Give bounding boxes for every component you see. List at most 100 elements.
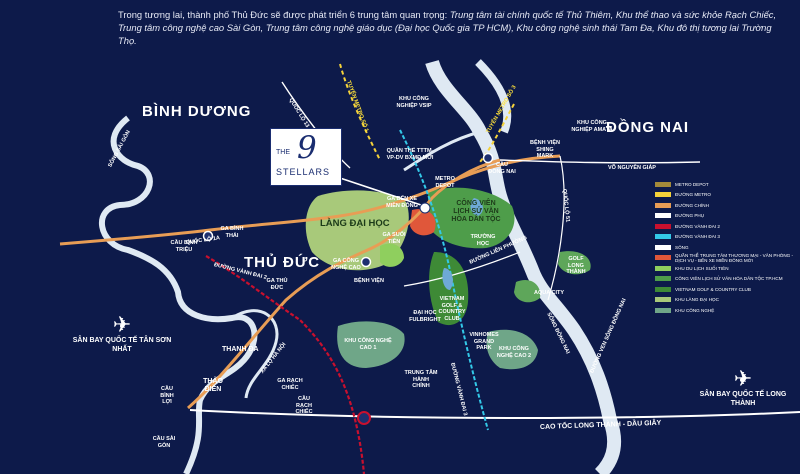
region-thu-duc: THỦ ĐỨC [244,254,321,271]
legend-label: METRO DEPOT [675,181,709,187]
project-logo-name: STELLARS [276,167,331,177]
metro-line-1 [339,63,381,161]
place-thao-dien: THẢO ĐIỀN [203,378,223,393]
benh-vien-area [380,243,404,267]
area-lang-dai-hoc: LÀNG ĐẠI HỌC [320,218,390,229]
project-logo[interactable]: THE 9 STELLARS [270,128,342,186]
cong-vien-area [428,187,515,249]
golf-long-thanh-area [558,251,591,275]
place-vinhomes: VINHOMES GRAND PARK [469,332,499,351]
khu-cong-nghe-cao-2-area [486,329,538,370]
legend-swatch [655,286,671,292]
region-dong-nai: ĐỒNG NAI [606,119,689,136]
project-marker [419,202,431,214]
legend-swatch [655,192,671,198]
legend-row: ĐƯỜNG METRO [655,190,795,201]
place-ga-thu-duc: GA THỦ ĐỨC [266,278,288,291]
place-cau-binh-loi: CẦU BÌNH LỢI [160,386,174,405]
legend-swatch [655,297,671,303]
intro-paragraph: Trong tương lai, thành phố Thủ Đức sẽ đư… [118,8,788,47]
legend-swatch [655,213,671,219]
place-kcn-amata: KHU CÔNG NGHIỆP AMATA [571,120,613,133]
legend-swatch [655,265,671,271]
legend-label: ĐƯỜNG CHÍNH [675,202,709,208]
saigon-river [99,115,258,474]
legend-row: VIETNAM GOLF & COUNTRY CLUB [655,284,795,295]
legend-row: METRO DEPOT [655,179,795,190]
place-dai-hoc-fulbright: ĐẠI HỌC FULBRIGHT [409,310,441,323]
lien-phuong-road [403,251,521,287]
airport-long-thanh-label: SÂN BAY QUỐC TẾ LONG THÀNH [699,391,787,407]
legend-swatch [655,244,671,250]
place-kcn-vsip: KHU CÔNG NGHIỆP VSIP [396,96,432,109]
xa-lo-ha-noi-road [187,158,501,410]
airport-tan-son-nhat-label: SÂN BAY QUỐC TẾ TÂN SƠN NHẤT [72,337,172,353]
legend-row: QUẦN THỂ TRUNG TÂM THƯƠNG MẠI - VĂN PHÒN… [655,253,795,264]
project-logo-the: THE [276,149,290,156]
area-kcn-cao-2: KHU CÔNG NGHỆ CAO 2 [496,346,532,359]
station-dot [202,230,214,242]
legend-label: VIETNAM GOLF & COUNTRY CLUB [675,286,751,292]
area-vietnam-golf: VIETNAM GOLF & COUNTRY CLUB [438,296,466,322]
project-pointer [339,177,425,207]
intro-lead: Trong tương lai, thành phố Thủ Đức sẽ đư… [118,9,450,20]
legend-label: ĐƯỜNG VÀNH ĐAI 2 [675,223,720,229]
place-golf-long-thanh: GOLF LONG THÀNH [566,256,586,275]
legend-label: ĐƯỜNG PHỤ [675,213,705,219]
legend-row: ĐƯỜNG VÀNH ĐAI 3 [655,232,795,243]
place-benh-vien: BỆNH VIỆN [354,278,384,284]
legend-label: QUẦN THỂ TRUNG TÂM THƯƠNG MẠI - VĂN PHÒN… [675,252,794,263]
legend-row: SÔNG [655,242,795,253]
dongnai-river-west [403,130,481,172]
airport-marker [120,324,124,328]
legend-row: ĐƯỜNG CHÍNH [655,200,795,211]
saigon-river-branch [231,309,279,399]
place-quan-the: QUẦN THỂ TTTM-VP-DV BXMĐ MỚI [386,148,434,161]
legend-row: CÔNG VIÊN LỊCH SỬ VĂN HÓA DÂN TỘC TP.HCM [655,274,795,285]
place-trung-tam-hanh-chinh: TRUNG TÂM HÀNH CHÍNH [404,370,438,389]
place-ga-cong-nghe-cao: GA CÔNG NGHỆ CAO [331,258,361,271]
legend-label: KHU CÔNG NGHỆ [675,307,715,313]
cao-toc-road [189,409,800,420]
vo-nguyen-giap-road [499,159,701,164]
airport-long-thanh: ✈ SÂN BAY QUỐC TẾ LONG THÀNH [688,368,798,408]
project-logo-nine: 9 [297,130,317,166]
legend-row: ĐƯỜNG VÀNH ĐAI 2 [655,221,795,232]
legend-label: ĐƯỜNG METRO [675,192,711,198]
station-dot [482,152,494,164]
place-ga-rach-chiec: GA RẠCH CHIẾC [277,378,303,391]
legend-label: ĐƯỜNG VÀNH ĐAI 3 [675,234,720,240]
place-cau-dong-nai: CẦU ĐỒNG NAI [488,162,516,175]
aqua-city-area [514,279,541,303]
place-cau-sai-gon: CẦU SÀI GÒN [152,436,176,449]
legend-row: KHU CÔNG NGHỆ [655,305,795,316]
station-dot [360,256,372,268]
legend-swatch [655,223,671,229]
region-binh-duong: BÌNH DƯƠNG [142,103,252,120]
legend-label: KHU LÀNG ĐẠI HỌC [675,297,719,303]
place-thanh-da: THANH ĐA [222,346,259,353]
legend-row: KHU LÀNG ĐẠI HỌC [655,295,795,306]
airplane-icon: ✈ [112,312,132,337]
place-benh-vien-shing-mark: BỆNH VIỆN SHING MARK [530,140,560,159]
legend-row: ĐƯỜNG PHỤ [655,211,795,222]
legend-label: SÔNG [675,244,689,250]
legend-row: KHU DU LỊCH SUỐI TIÊN [655,263,795,274]
airport-tan-son-nhat: ✈ SÂN BAY QUỐC TẾ TÂN SƠN NHẤT [72,314,172,354]
dongnai-river-top [475,59,512,134]
golf-lake [442,268,453,290]
legend-swatch [655,255,671,261]
road-vo-nguyen-giap: VÕ NGUYÊN GIÁP [608,165,656,171]
airplane-icon: ✈ [733,366,753,391]
legend-label: KHU DU LỊCH SUỐI TIÊN [675,265,729,271]
intro-centres: Trung tâm tài chính quốc tế Thủ Thiêm, K… [118,9,777,46]
station-dot [357,411,371,425]
area-kcn-cao-1: KHU CÔNG NGHỆ CAO 1 [344,338,392,351]
place-ga-binh-thai: GA BÌNH THÁI [220,226,244,239]
ql51-road [547,155,565,301]
map-legend: METRO DEPOT ĐƯỜNG METRO ĐƯỜNG CHÍNH ĐƯỜNG P… [655,179,795,316]
place-truong-hoc: TRƯỜNG HỌC [470,234,496,247]
legend-swatch [655,202,671,208]
